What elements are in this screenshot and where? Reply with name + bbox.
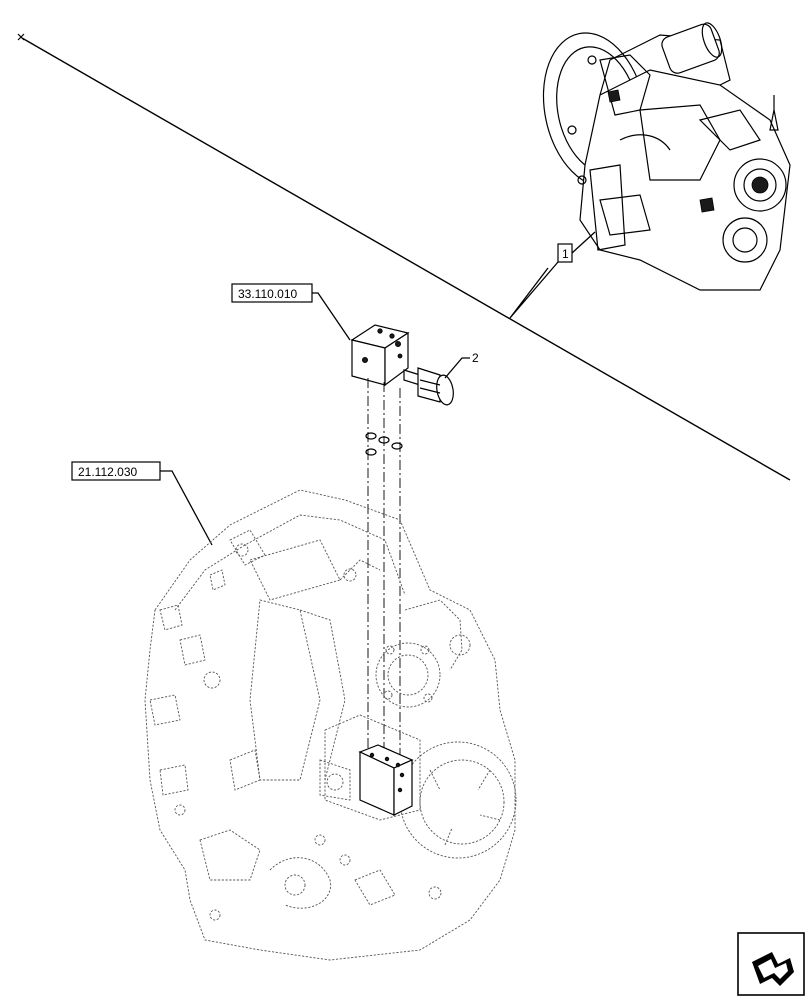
- transmission-assembly-thumbnail: [542, 22, 791, 291]
- ref-label-valve-block: 33.110.010: [238, 287, 297, 301]
- ref-leader-valve-block: [312, 292, 351, 341]
- item-1-leader: [509, 231, 596, 319]
- item-2-leader: [444, 357, 470, 379]
- item-1-label: 1: [562, 247, 569, 261]
- section-divider-line: [21, 37, 791, 481]
- valve-block: [350, 324, 410, 387]
- item-2-label: 2: [472, 351, 479, 365]
- ref-leader-housing: [160, 470, 213, 546]
- mounting-pad: [358, 744, 414, 816]
- next-page-arrow-icon[interactable]: [737, 932, 805, 996]
- fitting-part: [403, 367, 454, 406]
- transmission-housing: [144, 489, 517, 961]
- ref-label-housing: 21.112.030: [78, 465, 137, 479]
